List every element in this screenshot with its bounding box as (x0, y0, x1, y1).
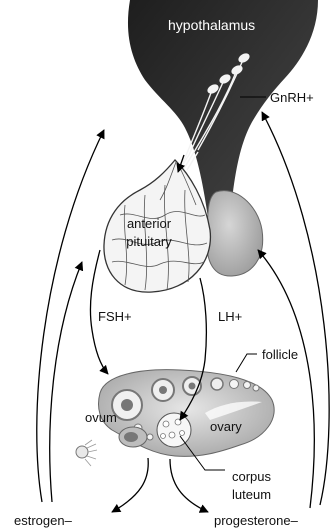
fsh-label: FSH+ (98, 310, 132, 323)
corpus-luteum-label-line1: corpus (232, 470, 271, 483)
anterior-pituitary-label-line2: pituitary (119, 235, 179, 248)
ovulation-site (119, 427, 147, 447)
corpus-luteum (157, 413, 191, 447)
anterior-pituitary-label-line1: anterior (119, 217, 179, 230)
posterior-pituitary (207, 191, 263, 276)
corpus-luteum-label-line2: luteum (232, 488, 271, 501)
ovum (76, 440, 97, 466)
follicle-label: follicle (262, 348, 298, 361)
ovary-label: ovary (210, 420, 242, 433)
progesterone-label: progesterone– (214, 514, 298, 527)
gnrh-label: GnRH+ (270, 91, 314, 104)
hypothalamus-label: hypothalamus (168, 18, 255, 32)
lh-label: LH+ (218, 310, 242, 323)
estrogen-label: estrogen– (14, 514, 72, 527)
ovum-label: ovum (85, 411, 117, 424)
